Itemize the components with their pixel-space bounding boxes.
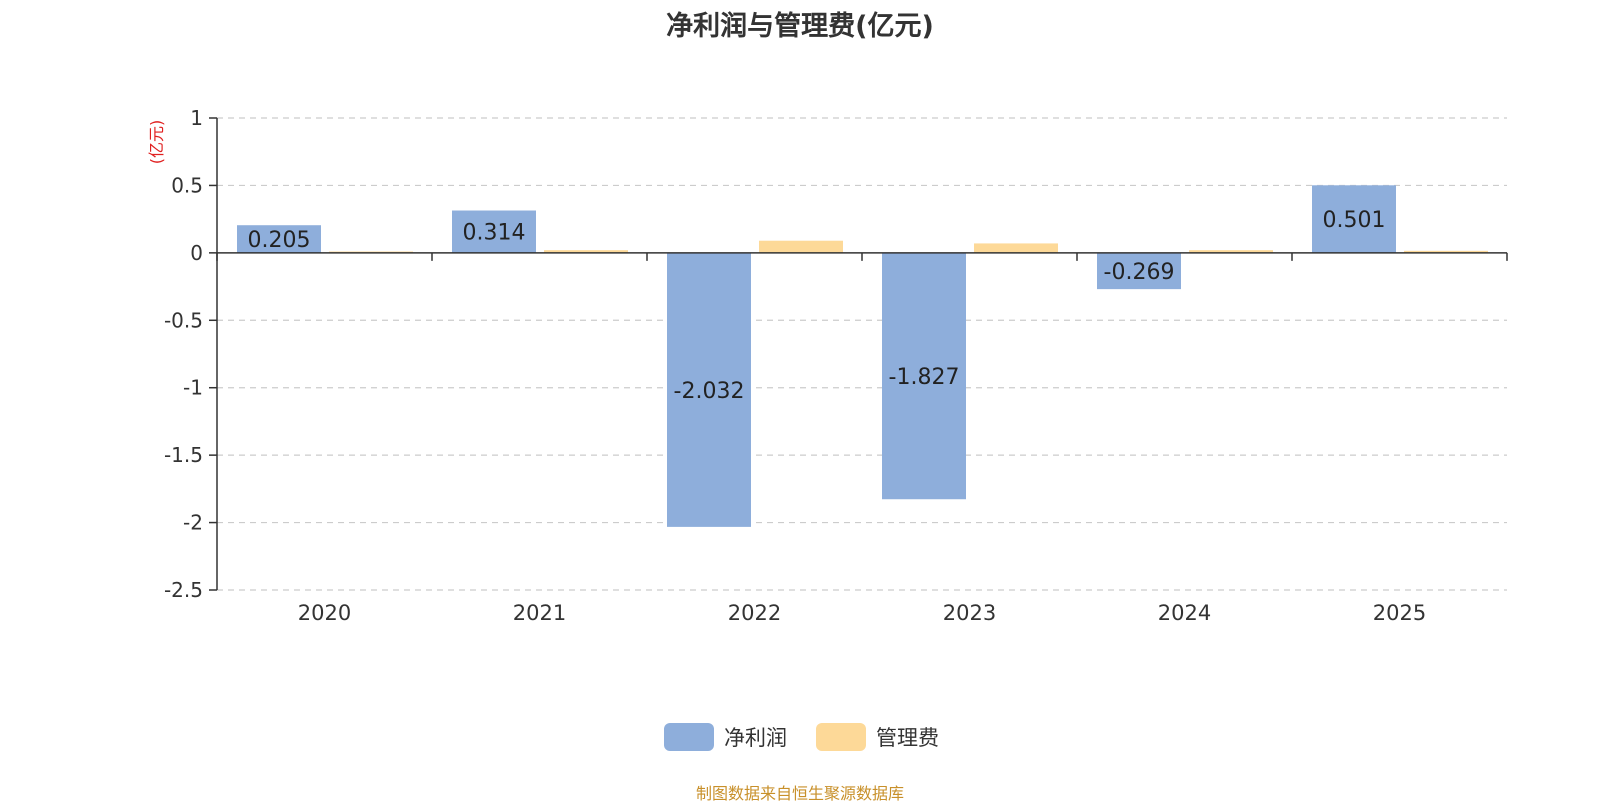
y-tick-label: -2 <box>183 511 203 535</box>
legend-swatch-net-profit <box>664 723 714 751</box>
data-labels: 0.205 0.314 -2.032 -1.827 -0.269 0.501 <box>248 208 1386 404</box>
legend-label-management-fee: 管理费 <box>876 726 939 750</box>
management-fee-bar <box>1404 250 1488 253</box>
y-tick-label: -1 <box>183 376 203 400</box>
data-source-note: 制图数据来自恒生聚源数据库 <box>695 784 904 803</box>
x-tick-label: 2023 <box>943 601 996 625</box>
management-fee-bar <box>544 250 628 253</box>
x-tick-label: 2024 <box>1158 601 1211 625</box>
net-profit-data-label: -2.032 <box>674 379 745 404</box>
chart-title: 净利润与管理费(亿元) <box>666 11 934 42</box>
grid-lines <box>217 117 1507 591</box>
y-tick-label: -0.5 <box>164 308 203 332</box>
y-tick-label: 0 <box>190 241 203 265</box>
y-tick-label: -1.5 <box>164 443 203 467</box>
management-fee-bar <box>1189 250 1273 253</box>
bar-chart: 1 0.5 0 -0.5 -1 -1.5 -2 -2.5 2020 2021 2022 2023 202… <box>147 106 1508 625</box>
y-tick-label: 1 <box>190 106 203 130</box>
net-profit-data-label: 0.501 <box>1323 208 1386 233</box>
legend-item-net-profit[interactable]: 净利润 <box>664 722 787 752</box>
net-profit-bar <box>667 252 751 527</box>
x-tick-label: 2025 <box>1373 601 1426 625</box>
y-axis-title: (亿元) <box>147 120 166 165</box>
legend-swatch-management-fee <box>816 723 866 751</box>
x-tick-label: 2020 <box>298 601 351 625</box>
y-tick-label: -2.5 <box>164 578 203 602</box>
y-tick-label: 0.5 <box>171 173 203 197</box>
management-fee-bar <box>974 243 1058 253</box>
x-tick-label: 2022 <box>728 601 781 625</box>
net-profit-data-label: -1.827 <box>889 365 960 390</box>
net-profit-bar <box>452 210 536 253</box>
management-fee-bar <box>759 240 843 253</box>
net-profit-data-label: -0.269 <box>1104 260 1175 285</box>
net-profit-data-label: 0.205 <box>248 228 311 253</box>
net-profit-data-label: 0.314 <box>463 221 526 246</box>
bars <box>237 185 1488 527</box>
net-profit-bar <box>237 225 321 253</box>
net-profit-bar <box>1312 185 1396 253</box>
legend-item-management-fee[interactable]: 管理费 <box>816 722 939 752</box>
axes: 1 0.5 0 -0.5 -1 -1.5 -2 -2.5 2020 2021 2022 2023 202… <box>164 106 1508 625</box>
net-profit-bar <box>882 252 966 500</box>
x-tick-label: 2021 <box>513 601 566 625</box>
legend-label-net-profit: 净利润 <box>724 726 787 750</box>
net-profit-bar <box>1097 252 1181 290</box>
